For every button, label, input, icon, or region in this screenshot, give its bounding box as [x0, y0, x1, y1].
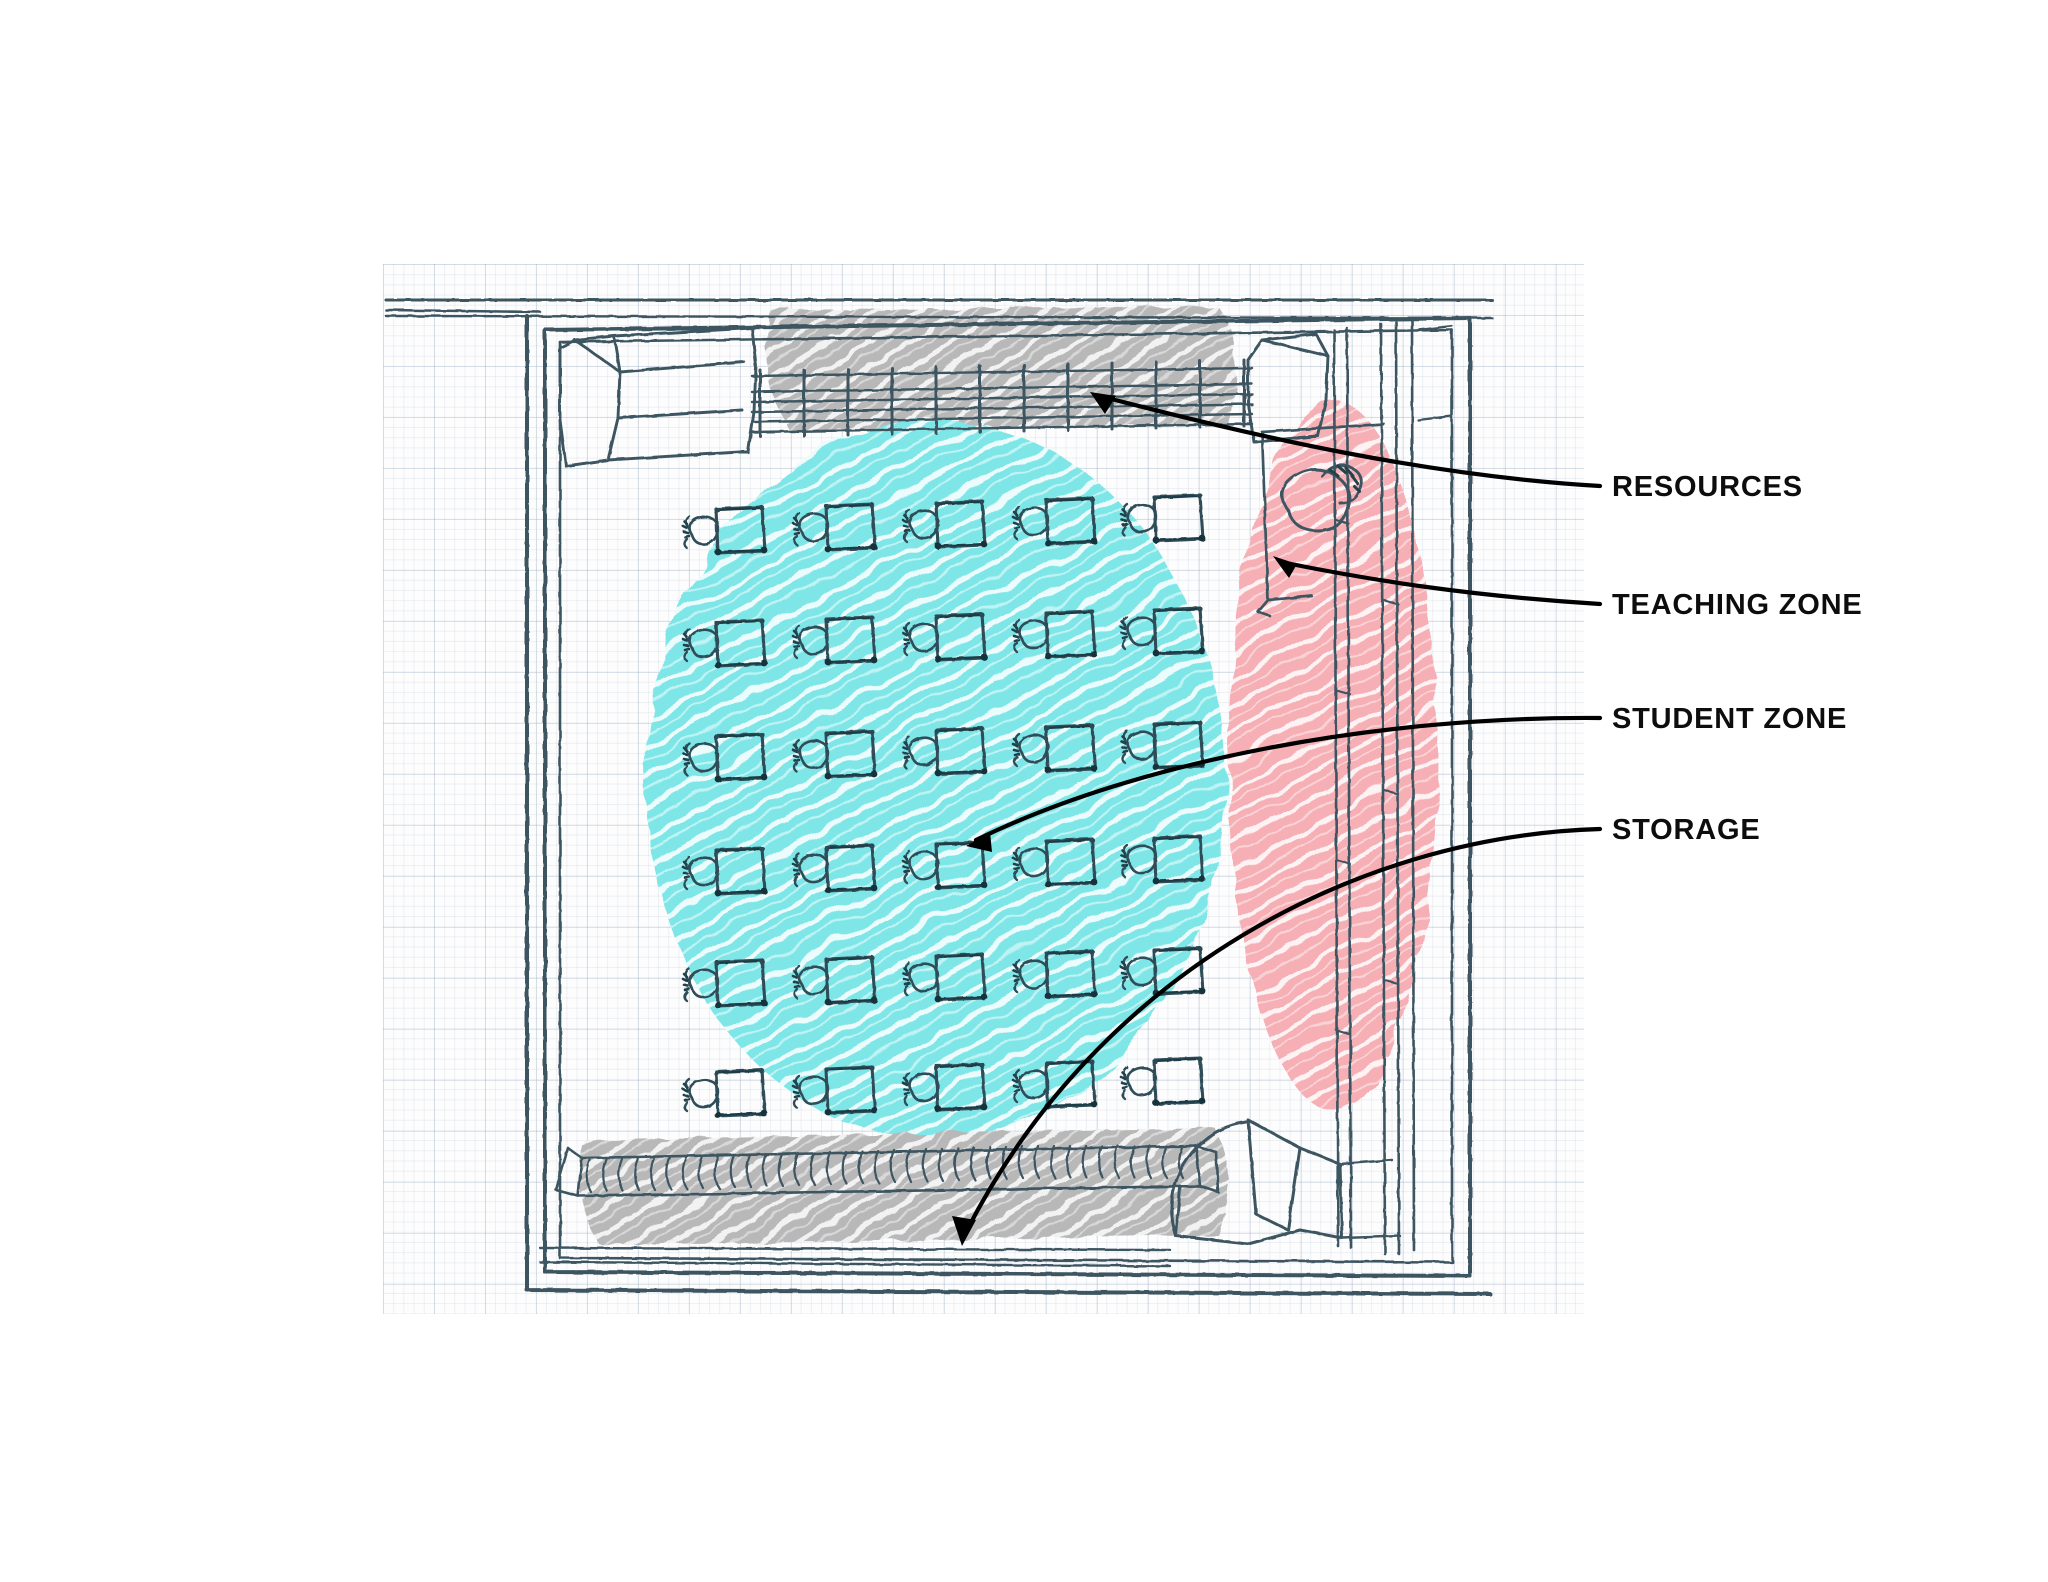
zone-label-teaching-zone: TEACHING ZONE — [1612, 589, 1863, 621]
zone-shape-teaching — [1228, 400, 1438, 1110]
leader-arrowhead-resources — [1090, 392, 1116, 414]
corner-counter-unit — [558, 326, 758, 468]
door-threshold — [1338, 1158, 1402, 1240]
whiteboard-wall-details — [1334, 324, 1454, 1036]
leader-line-teaching-zone — [1283, 560, 1603, 607]
teacher-chair — [1328, 464, 1362, 494]
corridor-walls — [384, 298, 1494, 320]
leader-arrowhead-storage — [952, 1216, 976, 1246]
zone-shape-student — [645, 420, 1225, 1140]
storage-hooks — [585, 1144, 1185, 1194]
leader-line-storage — [963, 826, 1603, 1235]
zone-label-storage: STORAGE — [1612, 814, 1761, 846]
room-inner-wall — [558, 328, 1454, 1264]
teaching-zone-enclosure — [1256, 422, 1386, 618]
entry-door — [1170, 1118, 1344, 1246]
zone-label-student-zone: STUDENT ZONE — [1612, 703, 1848, 735]
leader-line-student-zone — [973, 715, 1603, 843]
whiteboard-wall — [1332, 318, 1416, 1256]
shelving-dividers — [758, 358, 1246, 438]
leader-arrowhead-teaching-zone — [1273, 556, 1297, 578]
room-outer-wall — [525, 314, 1492, 1296]
zone-label-resources: RESOURCES — [1612, 471, 1803, 503]
storage-run-bottom — [554, 1144, 1220, 1198]
leader-line-resources — [1097, 393, 1603, 489]
bottom-wall-lines — [538, 1246, 1172, 1268]
leader-arrowhead-student-zone — [966, 832, 992, 852]
